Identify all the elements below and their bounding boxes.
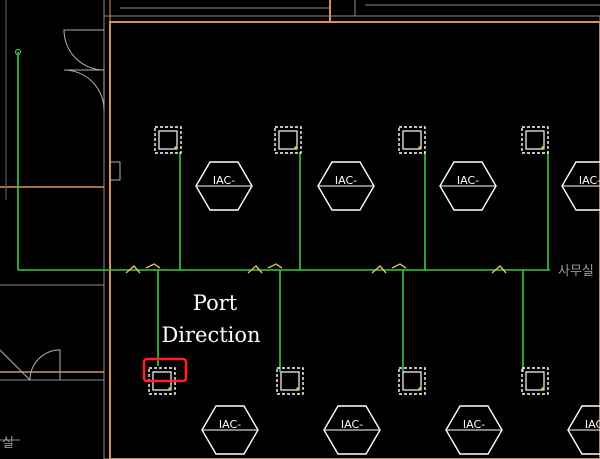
iac-unit-label: IAC- (213, 174, 235, 187)
iac-unit-label: IAC- (579, 174, 600, 187)
diffuser-icon[interactable] (276, 367, 304, 395)
duct-endpoint-icon[interactable] (14, 48, 22, 56)
iac-unit-icon[interactable]: IAC- (561, 161, 600, 211)
iac-unit-label: IAC- (463, 418, 485, 431)
iac-unit-label: IAC- (341, 418, 363, 431)
diffuser-icon[interactable] (398, 126, 426, 154)
annotation-direction: Direction (161, 323, 260, 347)
duct-network (17, 52, 550, 372)
room-label: 사무실 (558, 264, 594, 279)
annotation-port: Port (193, 291, 238, 315)
iac-unit-group: IAC- IAC- IAC- IAC- IAC- IAC- IAC- IAC- (195, 161, 600, 455)
diffuser-group (148, 126, 549, 395)
port-direction-highlight[interactable] (142, 357, 188, 383)
diffuser-icon[interactable] (154, 126, 182, 154)
diffuser-icon[interactable] (521, 126, 549, 154)
iac-unit-label: IAC- (585, 418, 600, 431)
door-symbols (0, 29, 121, 381)
iac-unit-label: IAC- (219, 418, 241, 431)
iac-unit-icon[interactable]: IAC- (317, 161, 375, 211)
iac-unit-icon[interactable]: IAC- (323, 405, 381, 455)
iac-unit-icon[interactable]: IAC- (439, 161, 497, 211)
iac-unit-label: IAC- (457, 174, 479, 187)
room-label-bottom: 실 (2, 436, 14, 451)
iac-unit-icon[interactable]: IAC- (567, 405, 600, 455)
iac-unit-icon[interactable]: IAC- (445, 405, 503, 455)
diffuser-icon[interactable] (274, 126, 302, 154)
iac-unit-label: IAC- (335, 174, 357, 187)
iac-unit-icon[interactable]: IAC- (195, 161, 253, 211)
diffuser-icon[interactable] (398, 367, 426, 395)
iac-unit-icon[interactable]: IAC- (201, 405, 259, 455)
duct-fittings (125, 263, 507, 274)
diffuser-icon[interactable] (521, 367, 549, 395)
